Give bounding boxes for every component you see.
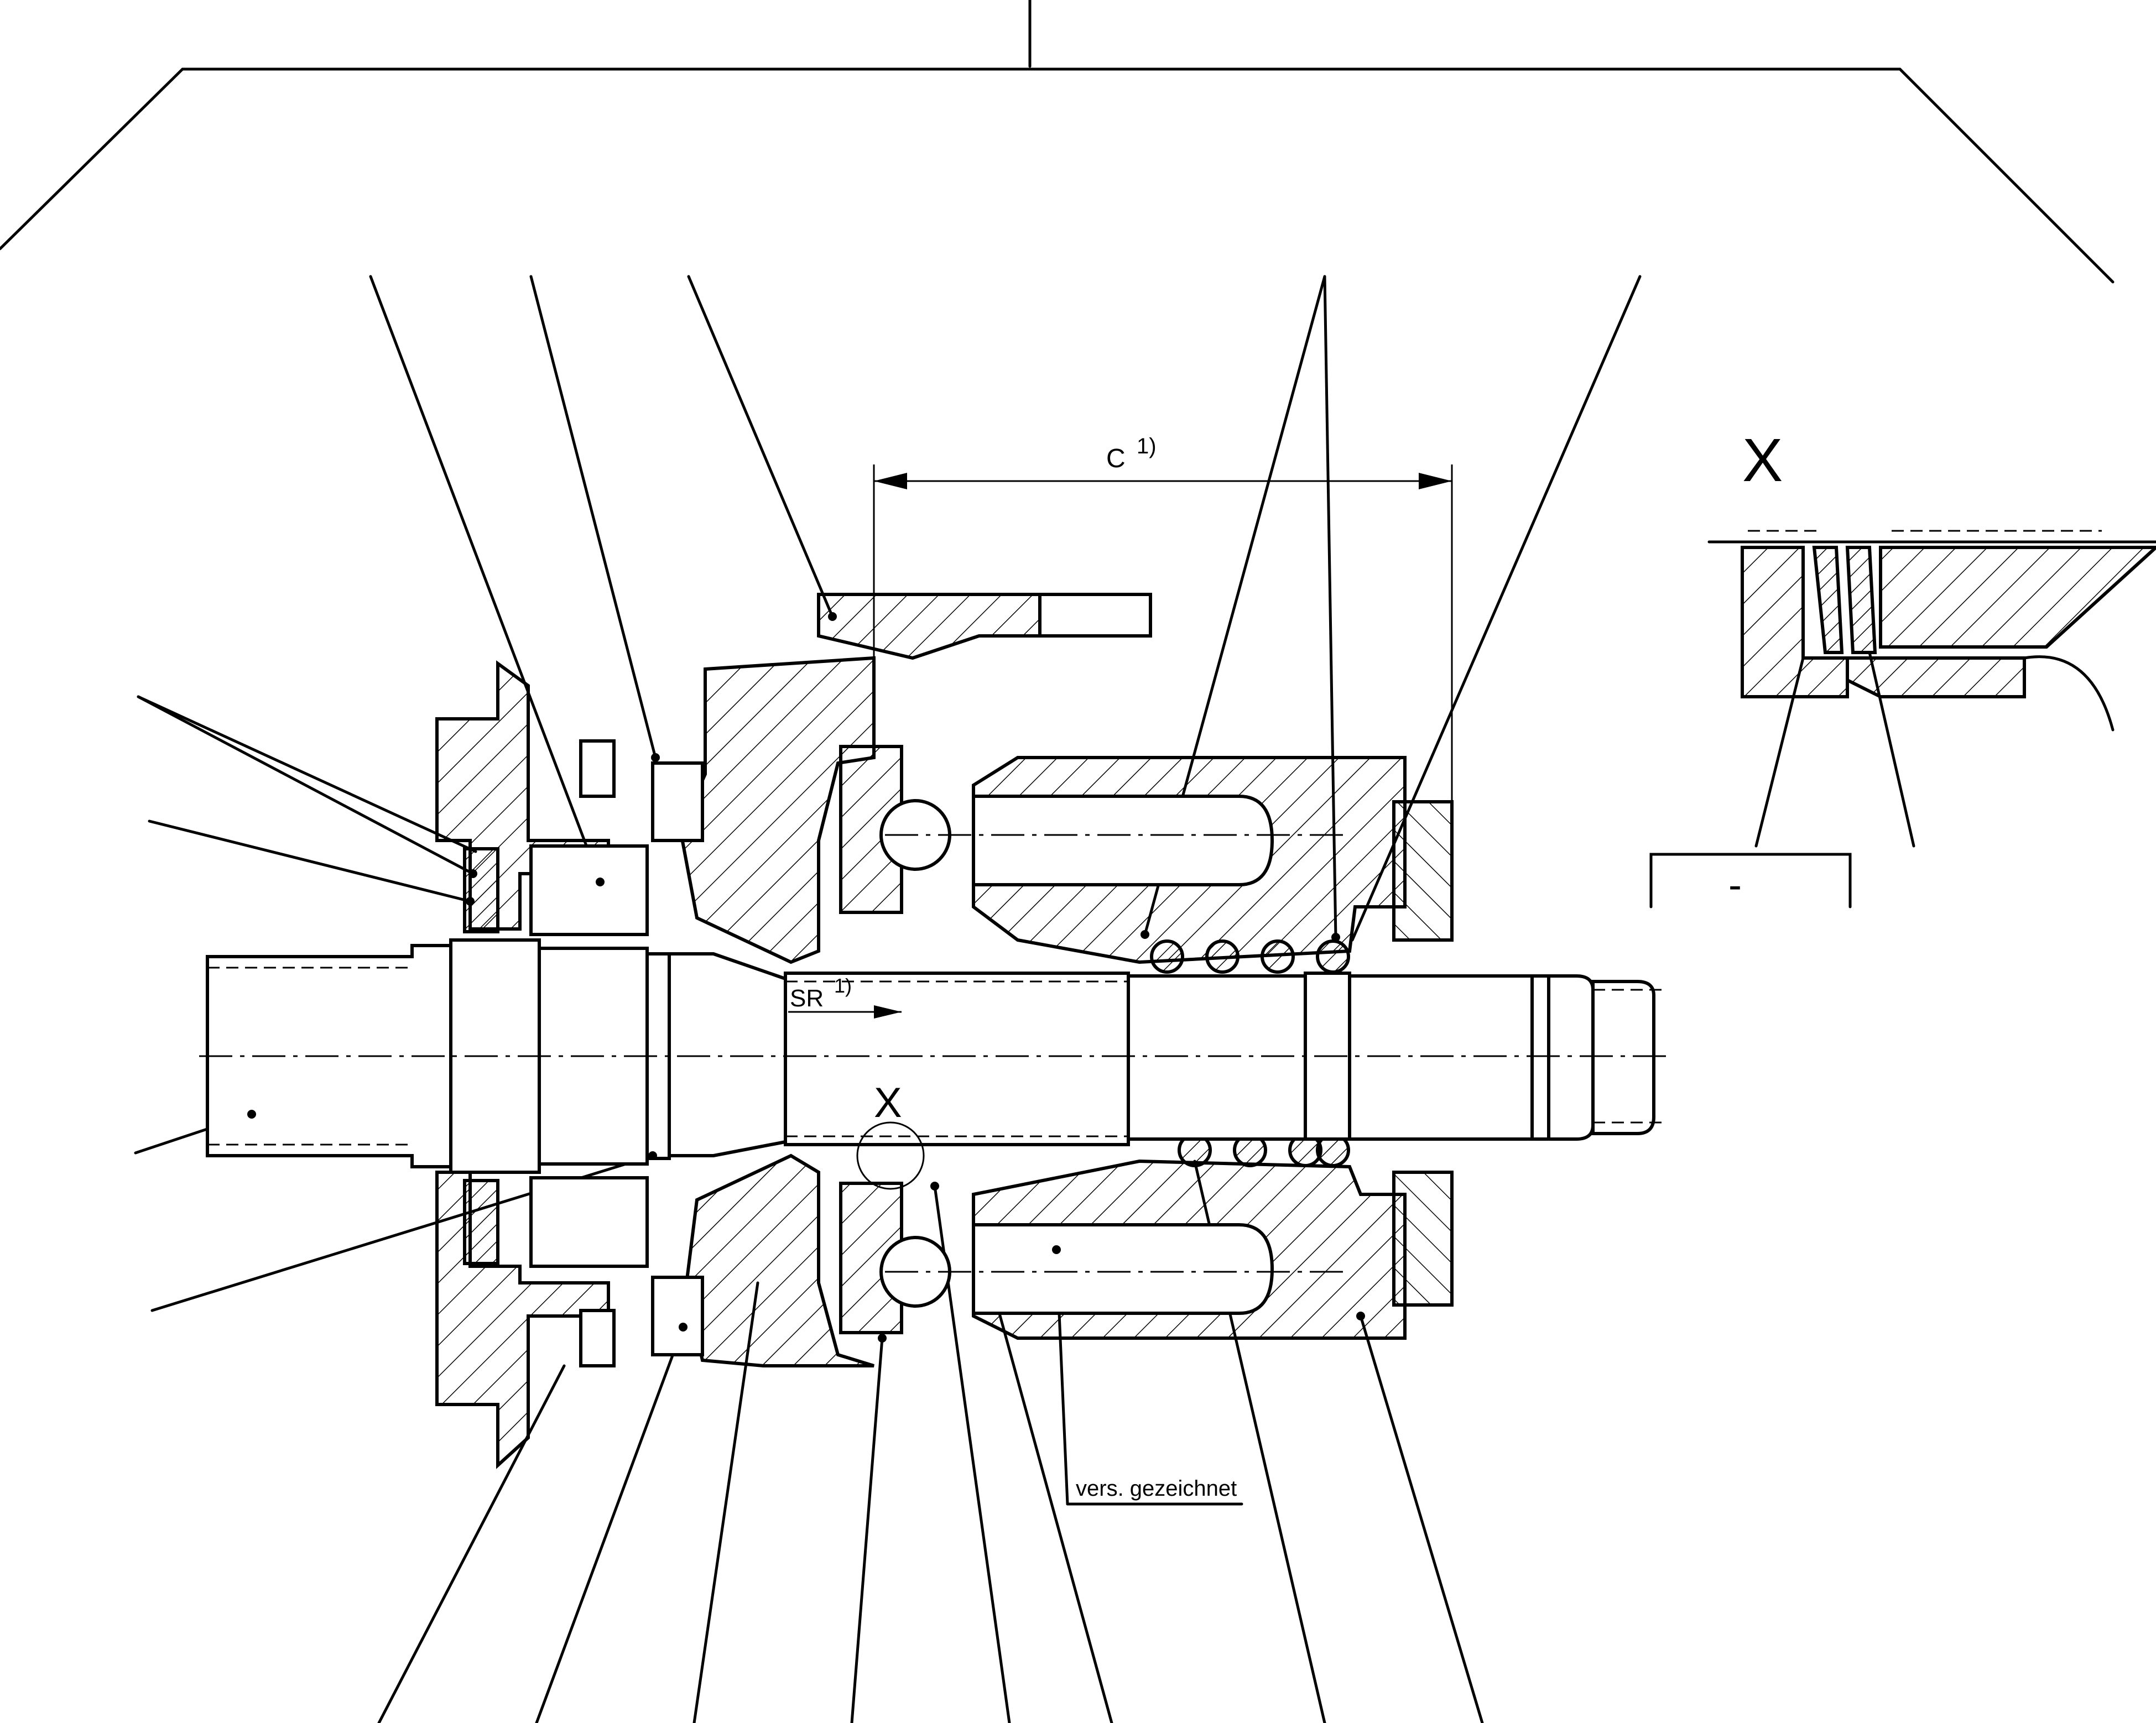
dimension-c-note: 1) [1137, 434, 1157, 458]
section-marker-label: X [874, 1079, 902, 1126]
dimension-sr-label: SR [790, 985, 824, 1012]
pistons [972, 795, 1274, 1315]
section-marker: X [856, 1079, 925, 1190]
dimension-c-label: C [1106, 444, 1126, 473]
dimension-c: C 1) [873, 434, 1453, 829]
detail-view: X - [1649, 426, 2156, 909]
top-leader-bracket [0, 0, 2115, 284]
upper-leader-lines [134, 275, 1642, 1312]
detail-title: X [1742, 426, 1783, 494]
dimension-sr: SR 1) [788, 974, 902, 1019]
center-lines [199, 834, 1670, 1273]
leader-dots [247, 612, 1365, 1343]
annotation-note: vers. gezeichnet [1076, 1476, 1237, 1501]
dimension-sr-note: 1) [834, 974, 852, 997]
detail-callout-box: - [1728, 863, 1742, 907]
lower-leader-lines [377, 1160, 1484, 1723]
